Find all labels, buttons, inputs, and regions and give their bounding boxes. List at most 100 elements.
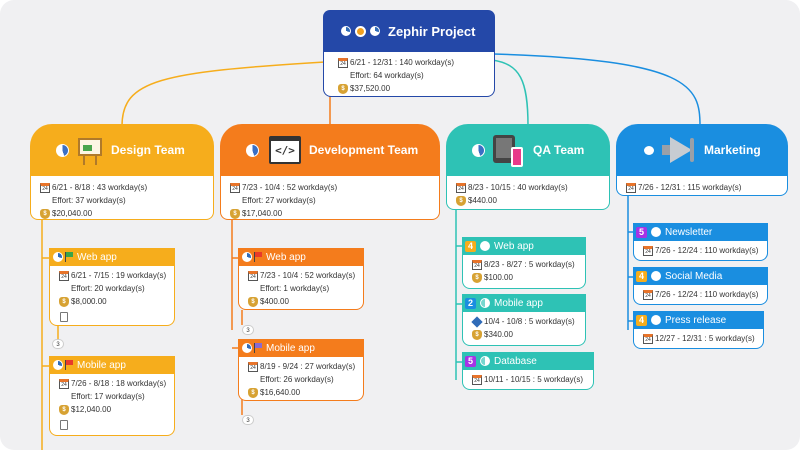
task-dates: 7/23 - 10/4 : 52 workday(s) <box>260 271 356 280</box>
task-title: Mobile app <box>494 297 543 309</box>
task-cost: $8,000.00 <box>71 297 107 306</box>
design-web-app-task[interactable]: Web app 24 6/21 - 7/15 : 19 workday(s) E… <box>49 248 175 326</box>
task-details: 24 7/26 - 12/24 : 110 workday(s) <box>633 285 768 305</box>
money-bag-icon: $ <box>338 83 348 94</box>
task-effort: Effort: 1 workday(s) <box>260 284 330 293</box>
calendar-icon: 24 <box>338 57 348 68</box>
design-team-header: Design Team <box>30 124 214 176</box>
easel-icon <box>77 135 103 165</box>
design-team-title: Design Team <box>111 143 185 157</box>
devices-icon <box>493 133 525 167</box>
priority-badge: 2 <box>465 297 476 309</box>
task-dates: 12/27 - 12/31 : 5 workday(s) <box>655 334 755 343</box>
task-details: 24 6/21 - 7/15 : 19 workday(s) Effort: 2… <box>49 266 175 326</box>
money-bag-icon: $ <box>59 404 69 415</box>
progress-pie-icon <box>370 26 380 36</box>
task-details: 24 12/27 - 12/31 : 5 workday(s) <box>633 329 764 349</box>
design-mobile-app-task[interactable]: Mobile app 24 7/26 - 8/18 : 18 workday(s… <box>49 356 175 436</box>
task-cost: $400.00 <box>260 297 289 306</box>
task-cost: $12,040.00 <box>71 405 112 414</box>
note-icon[interactable] <box>60 311 68 322</box>
megaphone-icon <box>660 135 696 165</box>
task-cost: $340.00 <box>484 330 513 339</box>
calendar-icon: 24 <box>472 374 482 385</box>
priority-badge: 4 <box>636 314 647 326</box>
task-header: Mobile app <box>49 356 175 374</box>
development-team-node[interactable]: </> Development Team 24 7/23 - 10/4 : 52… <box>220 124 440 220</box>
root-title: Zephir Project <box>388 23 476 39</box>
root-dates: 6/21 - 12/31 : 140 workday(s) <box>350 58 455 67</box>
flag-icon <box>254 252 262 262</box>
priority-badge: 4 <box>636 270 647 282</box>
money-bag-icon: $ <box>456 195 466 206</box>
calendar-icon: 24 <box>40 182 50 193</box>
development-team-dates: 7/23 - 10/4 : 52 workday(s) <box>242 183 338 192</box>
progress-pie-icon <box>246 143 259 157</box>
task-title: Press release <box>665 314 727 326</box>
marketing-team-title: Marketing <box>704 143 761 157</box>
collapsed-count-badge[interactable]: 3 <box>52 339 64 349</box>
design-team-node[interactable]: Design Team 24 6/21 - 8/18 : 43 workday(… <box>30 124 214 220</box>
flag-icon <box>65 252 73 262</box>
development-team-header: </> Development Team <box>220 124 440 176</box>
code-window-icon: </> <box>269 136 301 164</box>
qa-team-title: QA Team <box>533 143 585 157</box>
task-title: Newsletter <box>665 226 713 238</box>
calendar-icon: 24 <box>626 182 636 193</box>
calendar-icon: 24 <box>248 361 258 372</box>
note-icon[interactable] <box>60 419 68 430</box>
root-to-design-connector <box>121 61 326 127</box>
priority-badge: 5 <box>465 355 476 367</box>
root-node[interactable]: Zephir Project 24 6/21 - 12/31 : 140 wor… <box>323 10 495 97</box>
root-effort: Effort: 64 workday(s) <box>350 71 424 80</box>
development-tasks-connector <box>231 220 243 415</box>
task-header: 4 Web app <box>462 237 586 255</box>
marketing-newsletter-task[interactable]: 5 Newsletter 24 7/26 - 12/24 : 110 workd… <box>633 223 768 261</box>
marketing-team-node[interactable]: Marketing 24 7/26 - 12/31 : 115 workday(… <box>616 124 788 196</box>
root-header: Zephir Project <box>323 10 495 52</box>
progress-pie-icon <box>472 143 485 157</box>
progress-pie-icon <box>53 360 63 370</box>
development-team-cost: $17,040.00 <box>242 209 283 218</box>
chat-bubble-icon <box>644 145 654 155</box>
task-header: 4 Press release <box>633 311 764 329</box>
qa-team-node[interactable]: QA Team 24 8/23 - 10/15 : 40 workday(s) … <box>446 124 610 210</box>
task-details: 24 7/23 - 10/4 : 52 workday(s) Effort: 1… <box>238 266 364 310</box>
money-bag-icon: $ <box>248 296 258 307</box>
medal-icon <box>355 25 366 37</box>
calendar-icon: 24 <box>456 182 466 193</box>
qa-tasks-connector <box>455 210 463 380</box>
qa-team-dates: 8/23 - 10/15 : 40 workday(s) <box>468 183 568 192</box>
qa-web-app-task[interactable]: 4 Web app 24 8/23 - 8/27 : 5 workday(s) … <box>462 237 586 289</box>
calendar-icon: 24 <box>643 289 653 300</box>
money-bag-icon: $ <box>472 329 482 340</box>
development-web-app-task[interactable]: Web app 24 7/23 - 10/4 : 52 workday(s) E… <box>238 248 364 310</box>
marketing-social-media-task[interactable]: 4 Social Media 24 7/26 - 12/24 : 110 wor… <box>633 267 768 305</box>
collapsed-count-badge[interactable]: 3 <box>242 415 254 425</box>
progress-pie-icon <box>242 343 252 353</box>
marketing-press-release-task[interactable]: 4 Press release 24 12/27 - 12/31 : 5 wor… <box>633 311 764 349</box>
calendar-icon: 24 <box>230 182 240 193</box>
task-details: 24 8/23 - 8/27 : 5 workday(s) $ $100.00 <box>462 255 586 289</box>
progress-circle-icon <box>651 315 661 325</box>
marketing-team-dates: 7/26 - 12/31 : 115 workday(s) <box>638 183 742 192</box>
progress-pie-icon <box>56 143 69 157</box>
task-effort: Effort: 17 workday(s) <box>71 392 145 401</box>
money-bag-icon: $ <box>230 208 240 219</box>
priority-badge: 4 <box>465 240 476 252</box>
task-details: 24 7/26 - 8/18 : 18 workday(s) Effort: 1… <box>49 374 175 436</box>
task-cost: $16,640.00 <box>260 388 301 397</box>
qa-database-task[interactable]: 5 Database 24 10/11 - 10/15 : 5 workday(… <box>462 352 594 390</box>
task-dates: 10/4 - 10/8 : 5 workday(s) <box>484 317 575 326</box>
calendar-icon: 24 <box>248 270 258 281</box>
development-mobile-app-task[interactable]: Mobile app 24 8/19 - 9/24 : 27 workday(s… <box>238 339 364 401</box>
qa-mobile-app-task[interactable]: 2 Mobile app 10/4 - 10/8 : 5 workday(s) … <box>462 294 586 346</box>
calendar-icon: 24 <box>59 378 69 389</box>
task-cost: $100.00 <box>484 273 513 282</box>
task-details: 24 8/19 - 9/24 : 27 workday(s) Effort: 2… <box>238 357 364 401</box>
task-effort: Effort: 26 workday(s) <box>260 375 334 384</box>
money-bag-icon: $ <box>472 272 482 283</box>
collapsed-count-badge[interactable]: 3 <box>242 325 254 335</box>
